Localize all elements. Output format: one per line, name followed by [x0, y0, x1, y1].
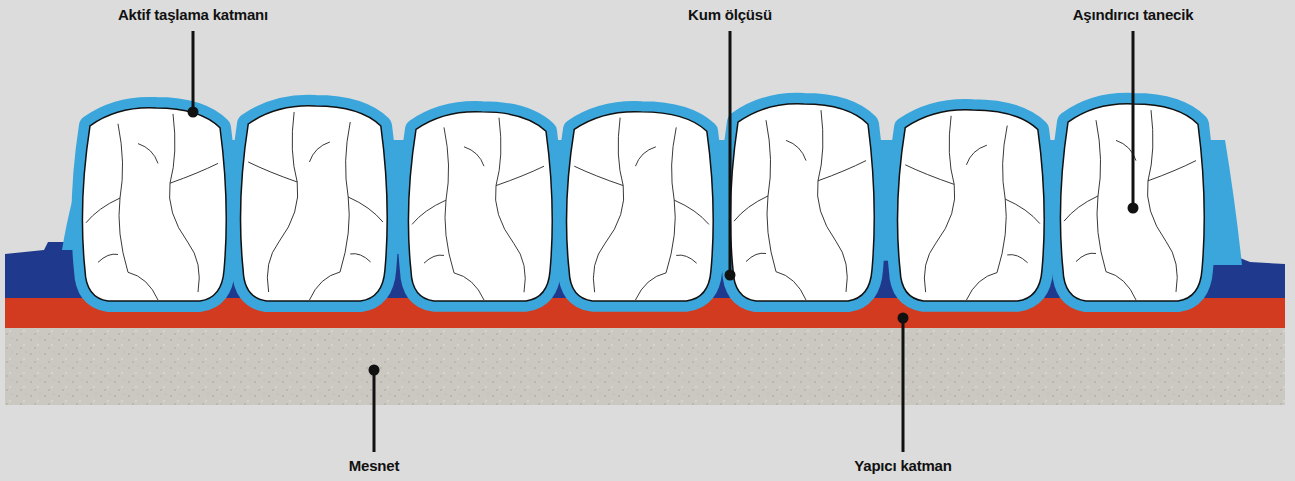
coat-outline — [898, 110, 1045, 301]
abrasive-grain — [730, 104, 874, 301]
coat-outline — [567, 112, 714, 301]
leader-dots — [188, 107, 1139, 376]
part-label: Aktif taşlama katmanı — [118, 6, 268, 24]
substrate — [5, 327, 1285, 405]
abrasive-grain — [82, 108, 226, 301]
abrasive-grain — [567, 112, 714, 301]
abrasive-grain — [898, 110, 1045, 301]
part-label: Kum ölçüsü — [688, 6, 772, 24]
abrasive-grains — [82, 104, 1204, 301]
abrasive-grain — [241, 106, 388, 301]
coat-outline — [408, 112, 552, 301]
coat-outline — [730, 104, 874, 301]
part-label: Aşındırıcı tanecik — [1073, 6, 1194, 24]
size-coat — [82, 104, 1204, 301]
leader-lines — [193, 31, 1133, 452]
part-label: Yapıcı katman — [854, 457, 951, 475]
abrasive-grain — [408, 112, 552, 301]
coat-outline — [82, 108, 226, 301]
part-label: Mesnet — [349, 457, 399, 475]
coat-outline — [241, 106, 388, 301]
